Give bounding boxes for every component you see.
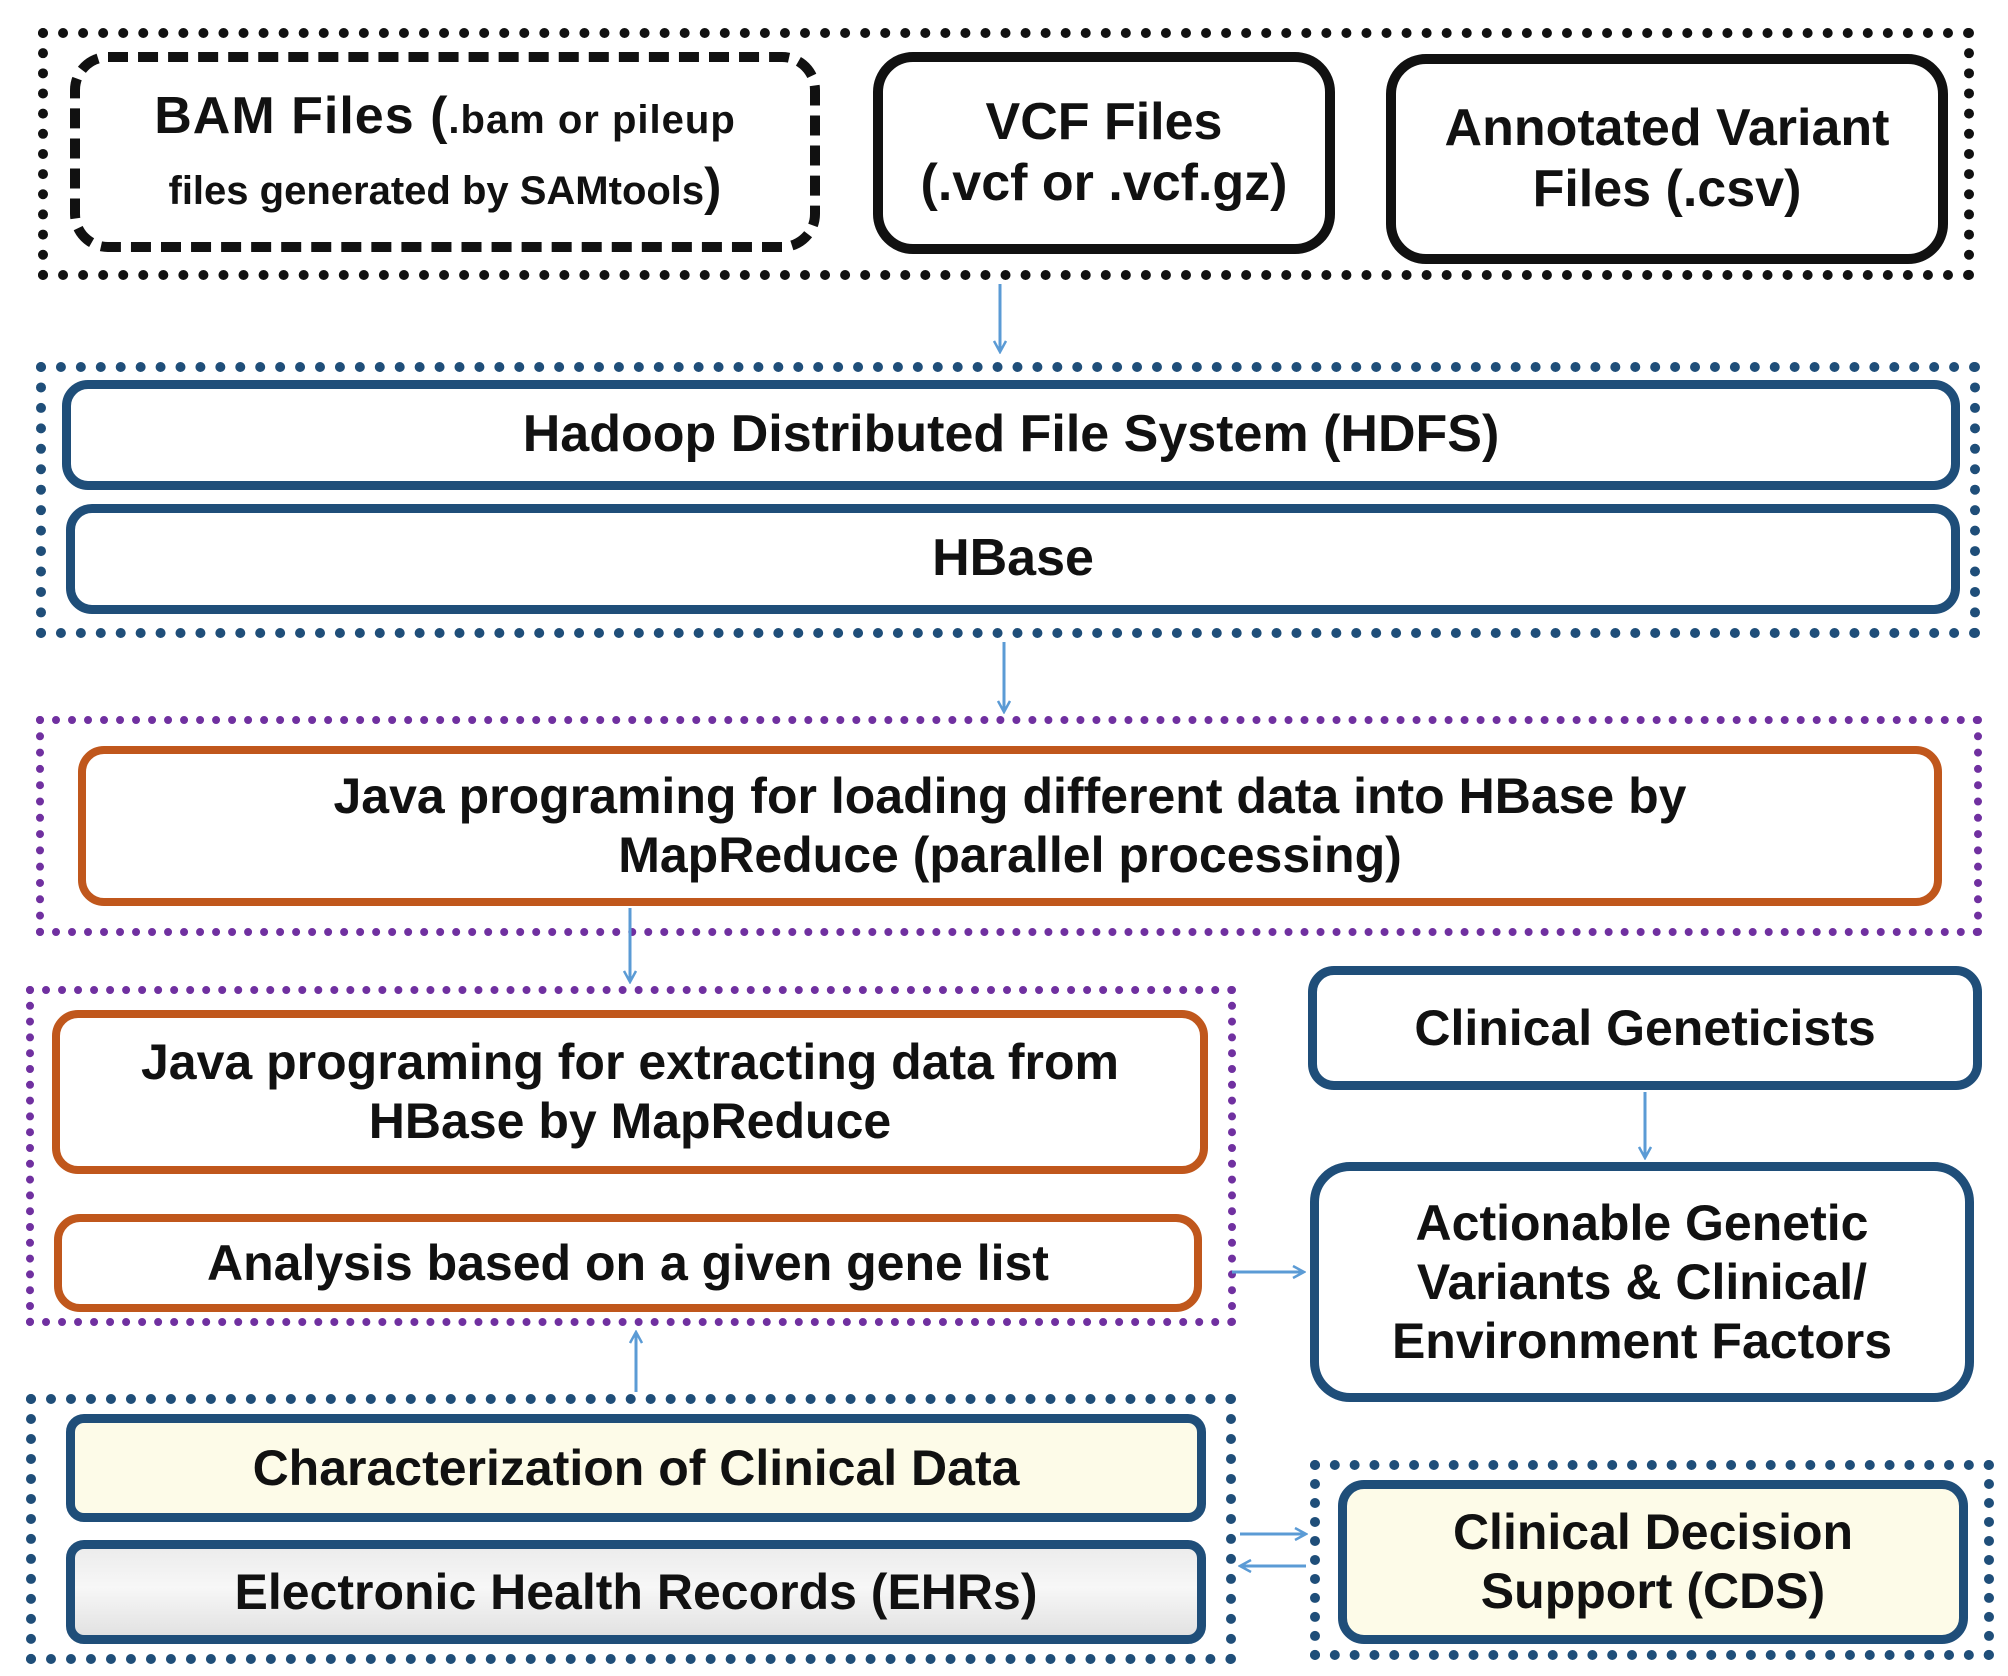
cds-line1: Clinical Decision xyxy=(1452,1504,1854,1560)
cds-line2: Support (CDS) xyxy=(1480,1563,1826,1619)
characterization-label: Characterization of Clinical Data xyxy=(252,1439,1020,1496)
annotated-variant-line1: Annotated Variant xyxy=(1444,98,1890,157)
actionable-variants-line2: Variants & Clinical/ xyxy=(1416,1253,1868,1310)
hdfs-label: Hadoop Distributed File System (HDFS) xyxy=(522,405,1500,464)
bam-files-line2: files generated by SAMtools) xyxy=(169,157,722,218)
ehr-box: Electronic Health Records (EHRs) xyxy=(66,1540,1206,1644)
characterization-box: Characterization of Clinical Data xyxy=(66,1414,1206,1522)
vcf-files-line2: (.vcf or .vcf.gz) xyxy=(920,154,1288,212)
bam-files-generated: files generated by SAMtools xyxy=(168,169,705,213)
cds-box: Clinical Decision Support (CDS) xyxy=(1338,1480,1968,1644)
ehr-label: Electronic Health Records (EHRs) xyxy=(234,1563,1038,1620)
hdfs-box: Hadoop Distributed File System (HDFS) xyxy=(62,380,1960,490)
actionable-variants-line3: Environment Factors xyxy=(1391,1312,1893,1369)
gene-list-analysis-label: Analysis based on a given gene list xyxy=(207,1234,1049,1291)
bam-files-title: BAM Files ( xyxy=(154,86,449,145)
vcf-files-box: VCF Files (.vcf or .vcf.gz) xyxy=(873,52,1335,254)
hbase-box: HBase xyxy=(66,504,1960,614)
extraction-program-line2: HBase by MapReduce xyxy=(368,1093,892,1149)
loading-program-line2: MapReduce (parallel processing) xyxy=(618,827,1402,883)
clinical-geneticists-label: Clinical Geneticists xyxy=(1414,999,1876,1056)
loading-program-box: Java programing for loading different da… xyxy=(78,746,1942,906)
extraction-group xyxy=(26,986,1236,1326)
bam-files-line1: BAM Files (.bam or pileup xyxy=(154,86,736,147)
clinical-data-group xyxy=(26,1394,1236,1664)
bam-files-close-paren: ) xyxy=(704,158,722,216)
extraction-program-box: Java programing for extracting data from… xyxy=(52,1010,1208,1174)
actionable-variants-line1: Actionable Genetic xyxy=(1415,1194,1869,1251)
annotated-variant-files-box: Annotated Variant Files (.csv) xyxy=(1386,54,1948,264)
cds-group xyxy=(1310,1460,1994,1660)
gene-list-analysis-box: Analysis based on a given gene list xyxy=(54,1214,1202,1312)
annotated-variant-line2: Files (.csv) xyxy=(1532,160,1802,218)
clinical-geneticists-box: Clinical Geneticists xyxy=(1308,966,1982,1090)
vcf-files-line1: VCF Files xyxy=(985,92,1223,151)
hbase-label: HBase xyxy=(932,529,1094,588)
storage-group xyxy=(36,362,1980,638)
bam-files-detail: .bam or pileup xyxy=(448,97,736,142)
extraction-program-line1: Java programing for extracting data from xyxy=(140,1034,1119,1090)
loading-program-line1: Java programing for loading different da… xyxy=(333,768,1687,824)
bam-files-box: BAM Files (.bam or pileup files generate… xyxy=(70,52,820,252)
actionable-variants-box: Actionable Genetic Variants & Clinical/ … xyxy=(1310,1162,1974,1402)
loading-group xyxy=(36,716,1982,936)
input-files-group xyxy=(38,28,1974,280)
